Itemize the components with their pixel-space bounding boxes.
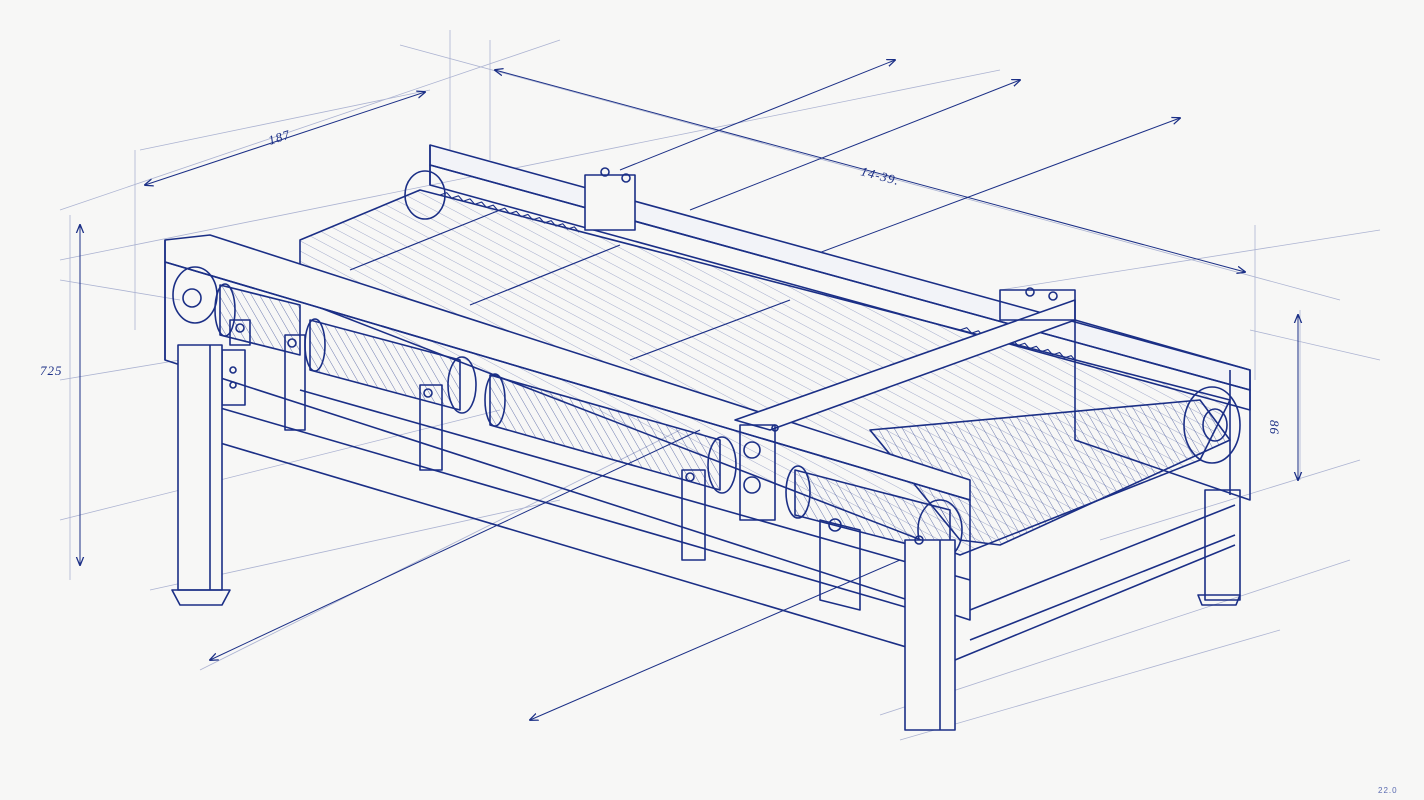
belt-teeth-edge <box>439 192 580 233</box>
conveyor-machine <box>164 144 1251 731</box>
right-end-frame <box>1074 319 1251 501</box>
flow-arrow-3 <box>799 118 1180 261</box>
flow-arrow-5 <box>530 559 901 720</box>
top-bracket <box>584 167 636 231</box>
left-end-plate <box>172 170 446 324</box>
length-dimension-label: 14-39. <box>859 163 901 188</box>
flow-arrow-2 <box>689 80 1020 211</box>
corner-mark-label: 22.0 <box>1378 786 1398 795</box>
dimension-lines <box>80 60 1298 720</box>
flow-arrow-4 <box>210 429 701 660</box>
height-dimension-label: 725 <box>40 363 63 378</box>
length-dimension-line <box>495 70 1245 272</box>
right-height-dimension-label: 86 <box>1267 420 1282 435</box>
width-dimension-line <box>145 92 425 185</box>
width-dimension-label: 187 <box>266 127 292 148</box>
lower-frame-rails <box>209 389 1236 661</box>
flow-arrow-1 <box>619 60 895 171</box>
front-rollers <box>214 283 963 561</box>
front-side-frame <box>164 234 971 621</box>
support-legs <box>171 344 1241 731</box>
